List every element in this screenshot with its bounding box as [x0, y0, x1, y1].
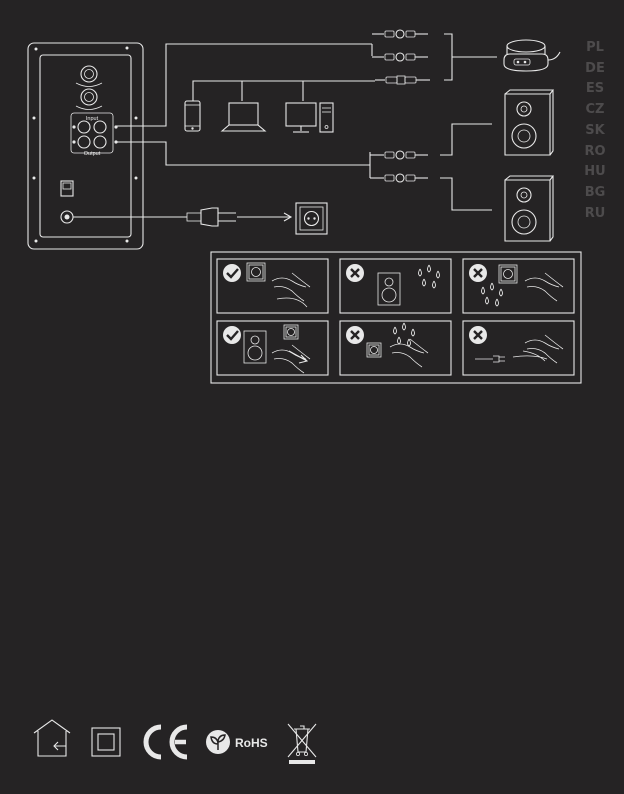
connection-lines [73, 34, 497, 221]
volume-knob [76, 66, 102, 87]
cross-icon [469, 326, 487, 344]
safety-illustration [367, 323, 428, 367]
safety-tile [217, 259, 328, 313]
rca-cable-top-1 [372, 30, 428, 38]
bass-knob [76, 89, 102, 110]
rohs-label: RoHS [235, 736, 268, 750]
safety-illustration [378, 265, 440, 305]
cross-icon [346, 326, 364, 344]
desktop-computer-icon [286, 103, 333, 132]
rohs-icon: RoHS [206, 730, 268, 754]
rca-cable-top-2 [372, 53, 428, 61]
safety-illustration [244, 325, 310, 373]
cross-icon [346, 264, 364, 282]
power-switch [61, 181, 73, 196]
indoor-use-icon [34, 720, 70, 756]
safety-tile [217, 321, 328, 375]
ce-mark-icon [146, 727, 187, 757]
speaker-left-icon [505, 176, 553, 241]
wall-outlet-icon [296, 203, 327, 234]
safety-illustration [247, 263, 310, 307]
check-icon [223, 326, 241, 344]
output-label: Output [84, 151, 101, 157]
safety-tile [340, 321, 451, 375]
power-socket [61, 211, 73, 223]
speaker-back-panel: Input Output [28, 43, 143, 249]
rca-cable-bottom-1 [370, 151, 428, 159]
input-label: Input [86, 116, 99, 122]
control-pod-icon [504, 40, 560, 71]
minijack-cable [375, 76, 430, 84]
laptop-icon [222, 103, 265, 131]
safety-panel-frame [211, 252, 581, 383]
class-ii-insulation-icon [92, 728, 120, 756]
safety-tile [463, 321, 574, 375]
safety-tile [463, 259, 574, 313]
power-plug-icon [187, 208, 236, 226]
check-icon [223, 264, 241, 282]
safety-instructions [217, 259, 574, 375]
safety-tile [340, 259, 451, 313]
rca-cable-bottom-2 [370, 174, 428, 182]
smartphone-icon [185, 101, 200, 131]
cross-icon [469, 264, 487, 282]
speaker-right-icon [505, 90, 553, 155]
safety-illustration [482, 265, 564, 306]
safety-illustration [475, 335, 563, 363]
weee-bin-icon [288, 724, 316, 764]
